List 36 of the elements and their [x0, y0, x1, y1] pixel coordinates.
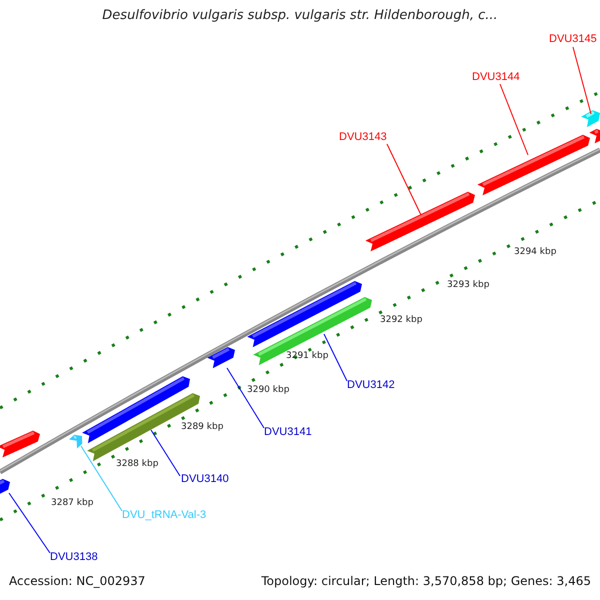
gene-label: DVU3142 — [347, 379, 395, 392]
gene-label: DVU3144 — [472, 71, 520, 84]
gene-bar — [581, 110, 600, 128]
scale-label: 3292 kbp — [380, 316, 422, 326]
leader-line — [226, 368, 264, 428]
gene-label: DVU3145 — [549, 33, 597, 46]
gene-bar — [477, 134, 590, 196]
leader-line — [386, 144, 422, 216]
gene-label: DVU3143 — [339, 131, 387, 144]
gene-label: DVU3140 — [181, 473, 229, 486]
gene-label: DVU3138 — [50, 551, 98, 564]
scale-label: 3289 kbp — [181, 423, 224, 433]
footer-text: Topology: circular; Length: 3,570,858 bp; Genes: 3,465 — [261, 575, 591, 588]
leader-line — [80, 446, 122, 512]
leader-line — [8, 492, 50, 554]
leader-line — [150, 430, 180, 476]
leader-line — [324, 334, 348, 382]
gene-label: DVU3141 — [264, 426, 312, 438]
scale-label: 3291 kbp — [286, 352, 328, 362]
title: Desulfovibrio vulgaris subsp. vulgaris str. Hildenborough, c... — [101, 9, 499, 24]
scale-label: 3287 kbp — [51, 499, 94, 509]
leader-line — [572, 46, 592, 114]
leader-line — [500, 84, 528, 156]
gene-bar — [69, 434, 82, 448]
gene-bar — [365, 192, 475, 252]
gene-bar — [253, 297, 372, 366]
scale-label: 3293 kbp — [447, 281, 490, 291]
gene-bar — [0, 478, 10, 496]
scale-label: 3288 kbp — [116, 460, 158, 470]
gene-bar — [0, 430, 40, 458]
gene-bar — [207, 347, 235, 368]
gene-bar — [589, 128, 600, 144]
gene-label: DVU_tRNA-Val-3 — [122, 509, 206, 522]
scale-label: 3290 kbp — [247, 386, 290, 396]
scale-label: 3294 kbp — [514, 248, 556, 258]
footer-text: Accession: NC_002937 — [9, 575, 146, 588]
